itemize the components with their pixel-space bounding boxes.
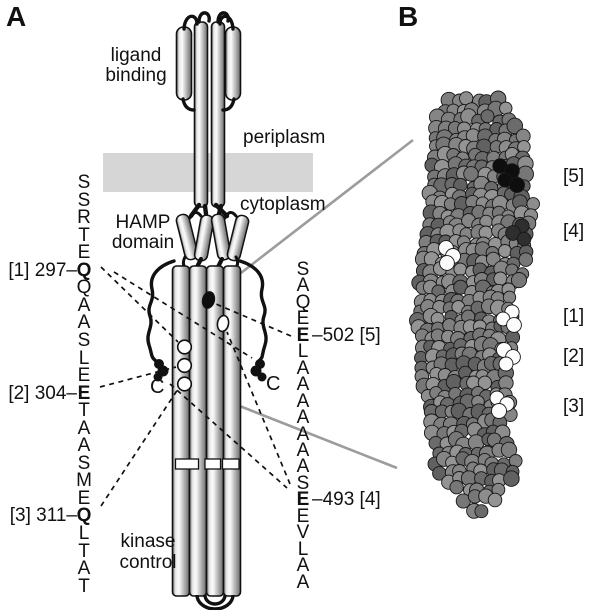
panel-a-label: A <box>6 1 27 32</box>
cytoplasm-label: cytoplasm <box>240 194 326 215</box>
panel-b-site-tag-2: [2] <box>563 346 585 367</box>
site-label-1: [1] 297– <box>8 259 77 281</box>
residue-letter-right-0: S <box>296 259 310 280</box>
residue-letter-left-11: E <box>77 365 91 387</box>
panel-b-site-tag-1: [1] <box>563 306 585 327</box>
panel-b-site-tag-4: [4] <box>563 221 585 242</box>
periplasmic-loops <box>181 11 236 112</box>
site-dashed-connectors <box>99 266 292 507</box>
residue-letter-left-23: T <box>78 575 90 597</box>
panel-b-label: B <box>398 1 419 32</box>
residue-letter-right-19: A <box>296 571 310 593</box>
residue-letter-right-8: A <box>296 390 310 412</box>
residue-letter-left-14: A <box>77 417 91 439</box>
helix-connectors <box>188 202 230 219</box>
residue-letter-right-10: A <box>296 423 310 445</box>
ligand-binding-label-line1: ligand <box>110 45 162 66</box>
residue-letter-left-3: T <box>78 224 90 246</box>
residue-letter-right-15: E <box>296 505 310 527</box>
residue-letter-left-21: T <box>78 540 90 562</box>
residue-letter-left-8: A <box>77 312 91 334</box>
residue-letter-left-16: S <box>77 452 91 474</box>
residue-letter-right-11: A <box>296 439 310 461</box>
receptor-schematic <box>146 11 268 610</box>
residue-letter-left-15: A <box>77 435 91 457</box>
residue-letter-right-3: E <box>296 308 310 330</box>
residue-letter-left-1: S <box>77 189 91 211</box>
c-terminus-label-right: C <box>266 373 281 395</box>
residue-letter-right-9: A <box>296 407 310 429</box>
c-terminal-blob-right <box>250 359 267 382</box>
residue-letter-left-4: E <box>77 242 91 264</box>
residue-letter-right-12: A <box>296 456 310 478</box>
hamp-label-line2: domain <box>111 232 175 253</box>
residue-letter-right-1: A <box>296 275 310 297</box>
panel-b-site-tag-3: [3] <box>563 396 585 417</box>
hamp-label-line1: HAMP <box>115 212 171 233</box>
residue-letter-right-5: L <box>297 341 309 363</box>
residue-letter-left-7: A <box>77 294 91 316</box>
site-label-2: [2] 304– <box>8 382 77 404</box>
residue-letter-left-5: Q <box>76 259 92 281</box>
methylation-site-markers <box>176 291 230 392</box>
panel-b-site-tag-5: [5] <box>563 166 585 187</box>
c-terminal-tail-right <box>238 259 268 363</box>
c-terminal-blob-left <box>153 359 169 382</box>
cytoplasmic-hairpin <box>195 594 235 610</box>
residue-letter-right-16: V <box>296 522 310 544</box>
ligand-binding-label-line2: binding <box>105 65 167 86</box>
residue-letter-right-17: L <box>297 538 309 560</box>
residue-letter-left-20: L <box>78 523 90 544</box>
residue-letter-left-0: S <box>77 172 91 193</box>
kinase-control-label-line2: control <box>119 552 177 573</box>
site-label-5: –502 [5] <box>312 324 381 346</box>
residue-letter-left-22: A <box>77 558 91 580</box>
bundle-gap-bands <box>174 458 240 470</box>
residue-letter-left-19: Q <box>76 505 92 527</box>
spacefill-structure-model <box>409 90 540 519</box>
residue-letter-right-7: A <box>296 374 310 396</box>
residue-letter-left-6: Q <box>76 277 92 299</box>
site-marker-493 <box>216 314 230 333</box>
panel-connector-lines <box>231 138 414 470</box>
residue-letter-left-17: M <box>76 470 92 492</box>
residue-letter-left-18: E <box>77 487 91 509</box>
c-terminal-tail-left <box>146 259 176 364</box>
residue-letter-right-13: S <box>296 472 310 494</box>
residue-letter-right-14: E <box>296 489 310 511</box>
residue-letter-left-13: T <box>78 400 90 422</box>
residue-letter-left-2: R <box>77 207 91 229</box>
site-marker-311 <box>176 376 193 392</box>
residue-letter-right-6: A <box>296 357 310 379</box>
residue-letter-left-12: E <box>77 382 91 404</box>
site-marker-502 <box>201 291 216 309</box>
kinase-control-label-line1: kinase <box>120 531 176 552</box>
site-marker-304 <box>176 357 193 374</box>
site-label-3: [3] 311– <box>9 505 77 527</box>
site-label-4: –493 [4] <box>312 489 381 511</box>
site-marker-297 <box>176 339 193 355</box>
residue-letter-right-2: Q <box>295 291 311 313</box>
residue-letter-right-18: A <box>296 555 310 577</box>
periplasm-label: periplasm <box>243 127 326 148</box>
hamp-helices <box>175 213 250 262</box>
c-terminus-label-left: C <box>150 376 165 398</box>
residue-letter-right-4: E <box>296 324 310 346</box>
residue-letter-left-9: S <box>77 329 91 351</box>
residue-letter-left-10: L <box>78 347 90 369</box>
